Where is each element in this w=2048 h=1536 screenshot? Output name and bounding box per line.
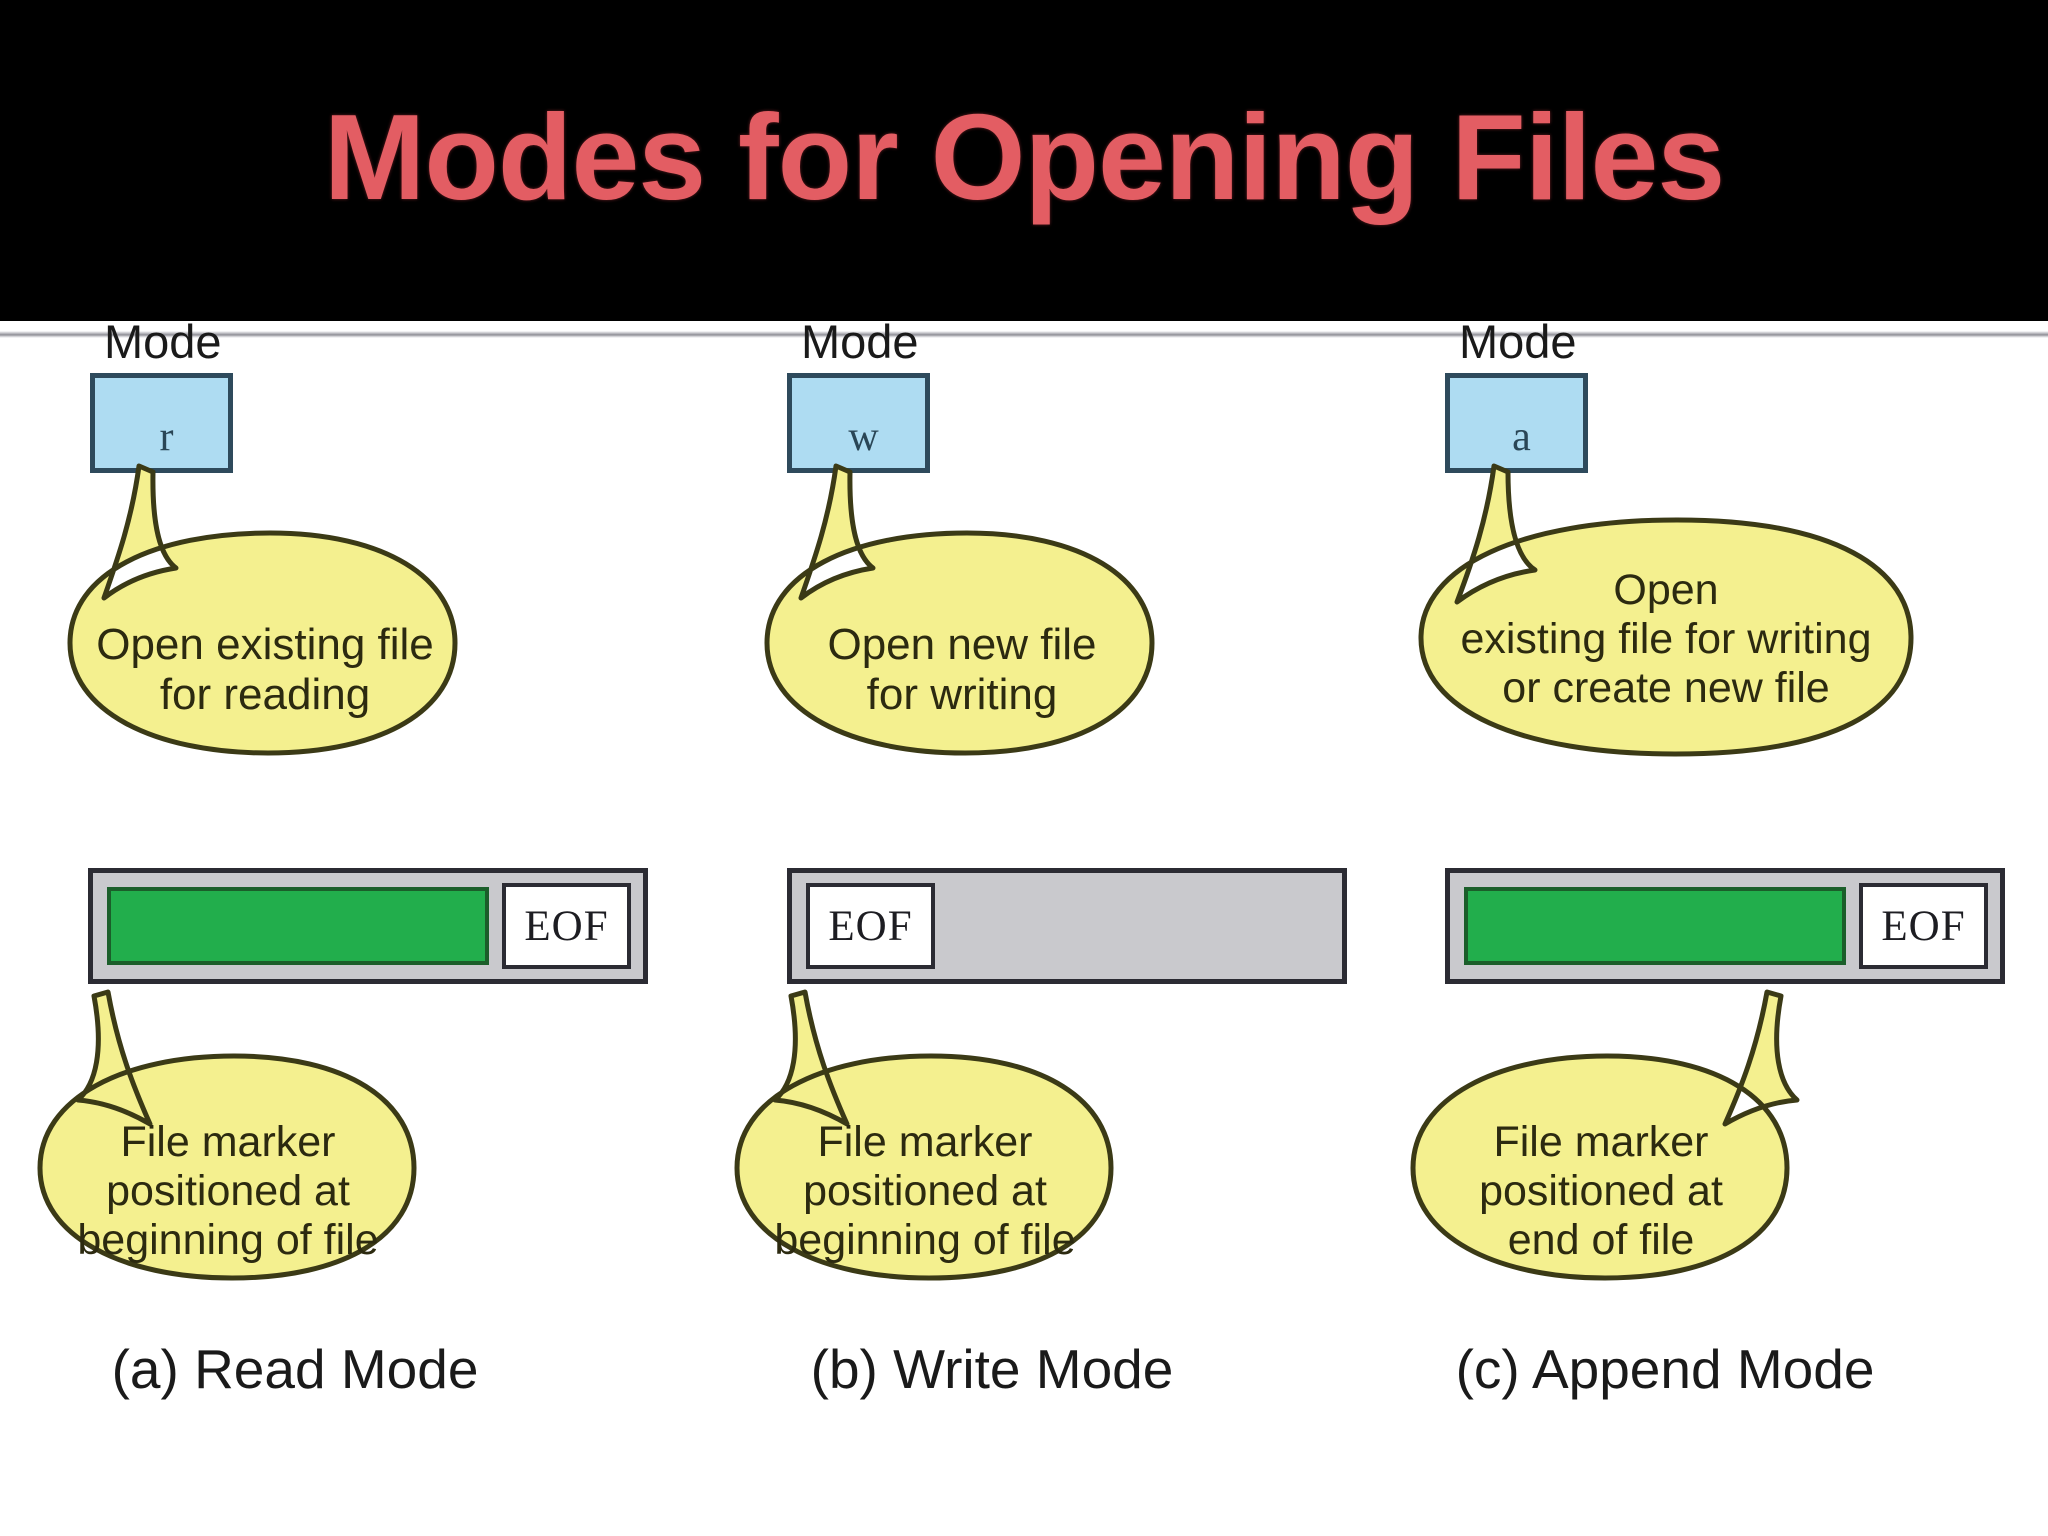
mode-letter-write: w xyxy=(848,414,879,460)
bubble-line: Open xyxy=(1613,566,1719,614)
file-bar-append: EOF xyxy=(1445,868,2005,984)
bubble-line: beginning of file xyxy=(774,1216,1076,1264)
mode-label-read: Mode xyxy=(104,315,222,368)
mode-letter-read: r xyxy=(159,414,174,460)
file-modes-diagram: Mode r Open existing file for reading EO… xyxy=(0,318,2048,1536)
bubble-line: File marker xyxy=(1493,1118,1709,1166)
bottom-bubble-text-write: File marker positioned at beginning of f… xyxy=(737,1118,1113,1265)
eof-box-write: EOF xyxy=(806,883,935,969)
page-title: Modes for Opening Files xyxy=(323,89,1725,225)
bottom-bubble-write: File marker positioned at beginning of f… xyxy=(719,978,1249,1308)
mode-box-read: r xyxy=(90,373,233,473)
file-content-append xyxy=(1464,887,1846,965)
top-bubble-append: Open existing file for writing or create… xyxy=(1395,448,2035,778)
bottom-bubble-text-read: File marker positioned at beginning of f… xyxy=(40,1118,416,1265)
top-bubble-text-read: Open existing file for reading xyxy=(70,620,460,720)
mode-label-write: Mode xyxy=(801,315,919,368)
bubble-line: or create new file xyxy=(1502,664,1830,712)
eof-box-append: EOF xyxy=(1859,883,1988,969)
bubble-line: File marker xyxy=(120,1118,336,1166)
bubble-line: for reading xyxy=(159,670,371,719)
title-band: Modes for Opening Files xyxy=(0,0,2048,321)
file-bar-read: EOF xyxy=(88,868,648,984)
bubble-line: Open existing file xyxy=(96,620,434,669)
file-bar-write: EOF xyxy=(787,868,1347,984)
bubble-line: positioned at xyxy=(1479,1167,1723,1215)
mode-label-append: Mode xyxy=(1459,315,1577,368)
file-content-read xyxy=(107,887,489,965)
top-bubble-text-append: Open existing file for writing or create… xyxy=(1421,566,1911,713)
bubble-line: Open new file xyxy=(827,620,1097,669)
bubble-line: beginning of file xyxy=(77,1216,379,1264)
mode-box-write: w xyxy=(787,373,930,473)
bubble-line: for writing xyxy=(866,670,1058,719)
eof-box-read: EOF xyxy=(502,883,631,969)
caption-read: (a) Read Mode xyxy=(111,1338,479,1400)
mode-letter-append: a xyxy=(1512,414,1531,460)
mode-box-append: a xyxy=(1445,373,1588,473)
bottom-bubble-read: File marker positioned at beginning of f… xyxy=(22,978,552,1308)
top-bubble-text-write: Open new file for writing xyxy=(767,620,1157,720)
bubble-line: end of file xyxy=(1507,1216,1695,1264)
bubble-line: positioned at xyxy=(803,1167,1047,1215)
bubble-line: File marker xyxy=(817,1118,1033,1166)
top-bubble-write: Open new file for writing xyxy=(737,448,1297,778)
bottom-bubble-text-append: File marker positioned at end of file xyxy=(1413,1118,1789,1265)
header-divider xyxy=(0,331,2048,338)
bottom-bubble-append: File marker positioned at end of file xyxy=(1395,978,1925,1308)
bubble-line: positioned at xyxy=(106,1167,350,1215)
caption-append: (c) Append Mode xyxy=(1455,1338,1875,1400)
top-bubble-read: Open existing file for reading xyxy=(40,448,600,778)
caption-write: (b) Write Mode xyxy=(810,1338,1174,1400)
bubble-line: existing file for writing xyxy=(1460,615,1872,663)
